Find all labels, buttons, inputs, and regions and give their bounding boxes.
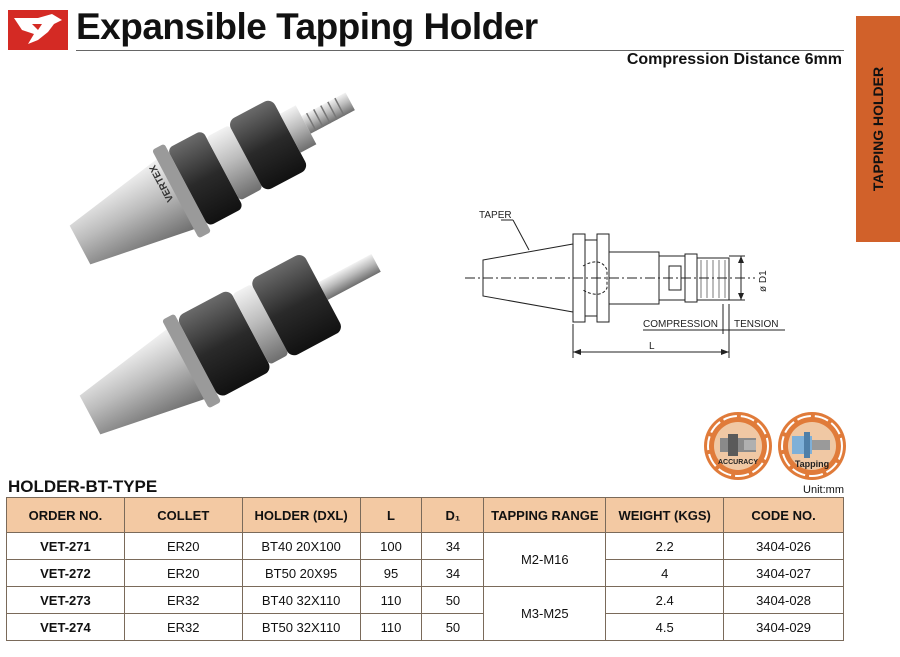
section-tab-label: TAPPING HOLDER <box>870 66 886 192</box>
l-cell: 95 <box>359 559 423 587</box>
table-row: VET-273 ER32 BT40 32X110 110 50 M3-M25 2… <box>6 586 844 641</box>
holder-photo-1: VERTEX <box>69 92 355 265</box>
collet-cell: ER20 <box>123 532 243 560</box>
col-tapping-range: TAPPING RANGE <box>483 497 607 533</box>
order-no-cell: VET-272 <box>6 559 125 587</box>
table-header-row: ORDER NO. COLLET HOLDER (DXL) L D₁ TAPPI… <box>6 497 844 533</box>
col-order-no: ORDER NO. <box>6 497 125 533</box>
col-l: L <box>359 497 423 533</box>
taper-label: TAPER <box>479 210 512 221</box>
col-code-no: CODE NO. <box>723 497 844 533</box>
collet-cell: ER32 <box>123 613 243 641</box>
holder-cell: BT40 32X110 <box>241 586 361 614</box>
spec-table: ORDER NO. COLLET HOLDER (DXL) L D₁ TAPPI… <box>6 497 844 641</box>
code-no-cell: 3404-028 <box>723 586 844 614</box>
weight-cell: 4 <box>605 559 725 587</box>
col-weight: WEIGHT (KGS) <box>605 497 725 533</box>
diameter-label: ø D1 <box>758 270 769 292</box>
table-row: VET-272 ER20 BT50 20X95 95 34 4 3404-027 <box>6 559 844 587</box>
weight-cell: 4.5 <box>605 613 725 641</box>
tapping-label: Tapping <box>794 459 830 469</box>
order-no-cell: VET-271 <box>6 532 125 560</box>
order-no-cell: VET-273 <box>6 586 125 614</box>
table-row: VET-274 ER32 BT50 32X110 110 50 4.5 3404… <box>6 613 844 641</box>
compression-label: COMPRESSION <box>643 319 718 330</box>
accuracy-badge: ACCURACY <box>702 410 774 482</box>
tension-label: TENSION <box>734 319 778 330</box>
tapping-badge: Tapping <box>776 410 848 482</box>
holder-cell: BT40 20X100 <box>241 532 361 560</box>
title-divider <box>76 50 844 51</box>
l-cell: 110 <box>359 586 423 614</box>
d1-cell: 50 <box>421 586 485 614</box>
table-section-title: HOLDER-BT-TYPE <box>8 477 158 496</box>
section-tab[interactable]: TAPPING HOLDER <box>856 16 900 242</box>
holder-photo-2 <box>79 254 381 435</box>
holder-cell: BT50 20X95 <box>241 559 361 587</box>
product-photos: VERTEX <box>69 92 381 435</box>
l-cell: 100 <box>359 532 423 560</box>
col-collet: COLLET <box>123 497 243 533</box>
unit-label: Unit:mm <box>803 484 844 496</box>
code-no-cell: 3404-026 <box>723 532 844 560</box>
weight-cell: 2.4 <box>605 586 725 614</box>
weight-cell: 2.2 <box>605 532 725 560</box>
holder-cell: BT50 32X110 <box>241 613 361 641</box>
code-no-cell: 3404-027 <box>723 559 844 587</box>
tapping-range-cell: M2-M16 <box>483 532 607 587</box>
code-no-cell: 3404-029 <box>723 613 844 641</box>
length-label: L <box>649 341 655 352</box>
order-no-cell: VET-274 <box>6 613 125 641</box>
d1-cell: 34 <box>421 532 485 560</box>
col-d1: D₁ <box>421 497 485 533</box>
page-title: Expansible Tapping Holder <box>76 6 538 47</box>
technical-diagram: TAPER COMPRESSION TENSION L ø D1 <box>465 210 785 358</box>
collet-cell: ER20 <box>123 559 243 587</box>
collet-cell: ER32 <box>123 586 243 614</box>
d1-cell: 50 <box>421 613 485 641</box>
accuracy-gear-icon <box>704 412 772 480</box>
tapping-range-cell: M3-M25 <box>483 586 607 641</box>
accuracy-label: ACCURACY <box>717 459 759 466</box>
col-holder: HOLDER (DXL) <box>241 497 361 533</box>
page-subtitle: Compression Distance 6mm <box>626 51 842 68</box>
l-cell: 110 <box>359 613 423 641</box>
table-row: VET-271 ER20 BT40 20X100 100 34 M2-M16 2… <box>6 532 844 587</box>
brand-logo <box>8 10 68 50</box>
d1-cell: 34 <box>421 559 485 587</box>
tapping-icon <box>778 412 846 480</box>
